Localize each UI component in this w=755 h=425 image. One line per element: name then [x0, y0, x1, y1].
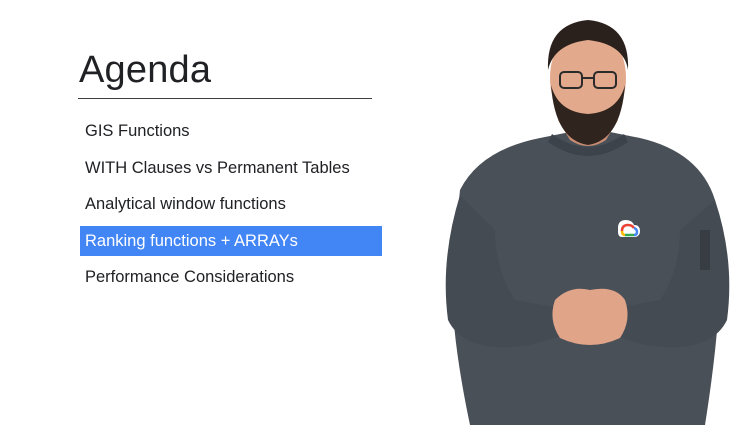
- agenda-item-performance-considerations: Performance Considerations: [85, 268, 295, 286]
- presenter-left-arm: [445, 195, 570, 348]
- sleeve-logo: [700, 230, 710, 270]
- presenter-hair: [547, 20, 629, 70]
- slide-title: Agenda: [79, 49, 212, 91]
- agenda-item-with-clauses: WITH Clauses vs Permanent Tables: [85, 158, 350, 177]
- presenter-right-arm: [605, 200, 730, 348]
- google-cloud-logo-icon: [618, 220, 640, 237]
- presenter-beard: [551, 85, 625, 145]
- title-divider: [78, 98, 372, 99]
- glasses-icon: [559, 71, 617, 89]
- shirt-collar: [548, 134, 628, 156]
- presenter-hands: [552, 288, 628, 345]
- presenter-shirt: [451, 132, 720, 425]
- presenter-figure: [445, 20, 730, 425]
- agenda-item-gis-functions: GIS Functions: [85, 122, 190, 140]
- agenda-list: GIS Functions WITH Clauses vs Permanent …: [80, 116, 382, 299]
- agenda-item-analytical-window-functions: Analytical window functions: [85, 195, 286, 213]
- agenda-item-ranking-functions: Ranking functions + ARRAYs: [80, 225, 382, 256]
